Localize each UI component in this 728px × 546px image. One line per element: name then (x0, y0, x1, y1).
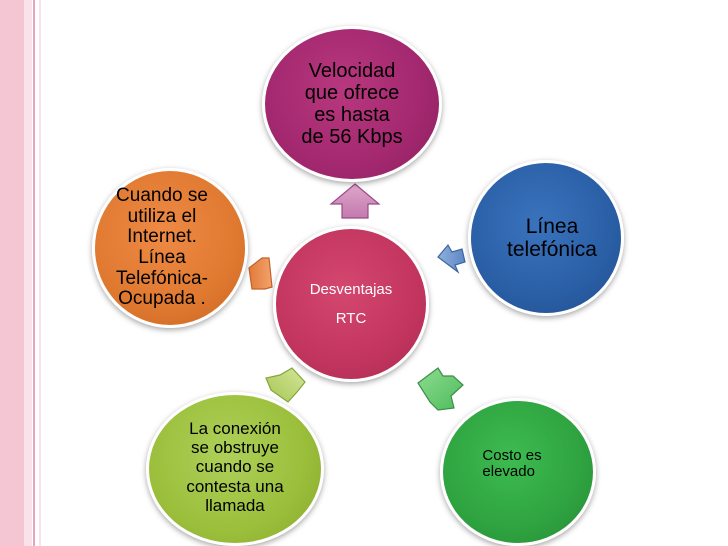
left-node-label: Cuando se utiliza el Internet. Línea Tel… (116, 185, 208, 310)
arrow-left-icon (248, 257, 273, 290)
bottom-left-node: La conexión se obstruye cuando se contes… (146, 392, 324, 546)
arrow-right-icon (437, 243, 466, 274)
center-node-title: Desventajas (309, 281, 393, 298)
decorative-side-stripe (0, 0, 41, 546)
center-node: Desventajas RTC (273, 226, 429, 382)
arrow-down-right-icon (417, 367, 464, 411)
top-node-label: Velocidad que ofrece es hasta de 56 Kbps (301, 60, 403, 148)
arrow-up-icon (329, 183, 381, 219)
bottom-right-node-label: Costo es elevado (482, 446, 542, 480)
right-node: Línea telefónica (468, 160, 624, 316)
center-node-subtitle: RTC (335, 310, 367, 327)
bottom-right-node: Costo es elevado (440, 398, 596, 546)
top-node: Velocidad que ofrece es hasta de 56 Kbps (262, 26, 442, 182)
left-node: Cuando se utiliza el Internet. Línea Tel… (92, 168, 248, 328)
arrow-down-left-icon (265, 367, 306, 403)
right-node-label: Línea telefónica (507, 214, 597, 261)
bottom-left-node-label: La conexión se obstruye cuando se contes… (186, 419, 284, 515)
